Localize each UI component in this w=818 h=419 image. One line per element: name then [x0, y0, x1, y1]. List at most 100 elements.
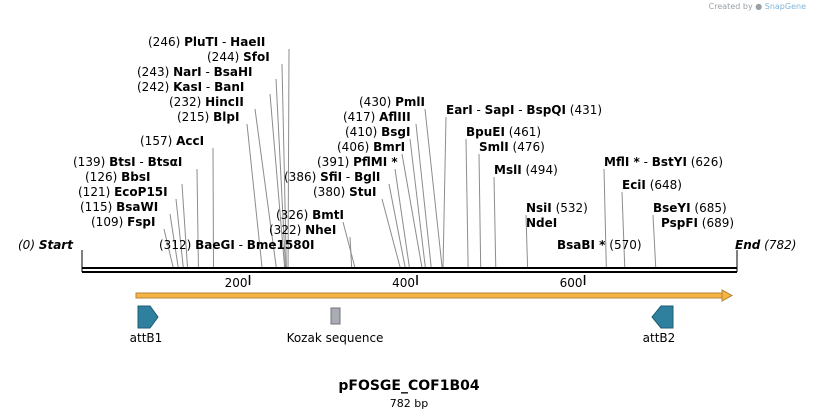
site-label-part: (391) — [317, 155, 353, 169]
leader-line — [424, 108, 443, 269]
site-label-bpuei: BpuEI (461) — [466, 125, 541, 139]
site-label-pspfi: PspFI (689) — [661, 216, 734, 230]
leader-line — [388, 183, 406, 269]
site-label-part: (109) — [91, 215, 127, 229]
site-label-part: (648) — [646, 178, 682, 192]
leader-line — [196, 168, 199, 269]
credit-text: Created by — [708, 2, 753, 11]
site-label-kasi: (242) KasI - BanI — [137, 80, 244, 94]
site-label-fspi: (109) FspI — [91, 215, 156, 229]
site-label-part: (232) — [169, 95, 205, 109]
site-label-part: (570) — [605, 238, 641, 252]
site-label-part: (126) — [85, 170, 121, 184]
site-label-part: (626) — [687, 155, 723, 169]
site-label-part: - — [473, 103, 485, 117]
site-label-part: - — [136, 155, 148, 169]
site-label-part: AflIII — [379, 110, 411, 124]
leader-lines — [81, 48, 738, 272]
attb2-arrow-icon — [651, 305, 674, 329]
site-label-part: BmrI — [373, 140, 405, 154]
site-label-part: (244) — [207, 50, 243, 64]
site-label-mfli-: MflI * - BstYI (626) — [604, 155, 723, 169]
site-label-part: Bme1580I — [247, 238, 315, 252]
attb2-label: attB2 — [643, 331, 676, 345]
site-label-sfii: (386) SfiI - BglI — [284, 170, 380, 184]
credit-brand: SnapGene — [764, 2, 806, 11]
site-label-bsabi-: BsaBI * (570) — [557, 238, 642, 252]
site-label-ecii: EciI (648) — [622, 178, 682, 192]
snapgene-logo-icon: ● — [755, 2, 763, 11]
site-label-part: FspI — [127, 215, 155, 229]
site-label-part: (115) — [80, 200, 116, 214]
site-label-nsii: NsiI (532) — [526, 201, 588, 215]
leader-line — [401, 153, 423, 269]
site-label-part: (476) — [509, 140, 545, 154]
leader-line — [254, 108, 277, 269]
site-label-sfoi: (244) SfoI — [207, 50, 270, 64]
site-label-part: - — [235, 238, 247, 252]
site-label-part: (461) — [505, 125, 541, 139]
site-label-part: SmlI — [479, 140, 509, 154]
leader-line — [394, 168, 410, 269]
site-label-part: (431) — [566, 103, 602, 117]
site-label-part: MflI * — [604, 155, 640, 169]
leader-line — [409, 138, 426, 269]
site-label-part: - — [342, 170, 354, 184]
site-label-part: (430) — [359, 95, 395, 109]
site-label-part: - — [202, 65, 214, 79]
leader-line — [442, 116, 447, 269]
leader-line — [212, 147, 215, 269]
leader-line — [415, 123, 432, 269]
site-label-end: End (782) — [735, 238, 796, 252]
site-label-part: (410) — [345, 125, 381, 139]
site-label-part: (0) — [18, 238, 39, 252]
site-label-part: BanI — [214, 80, 244, 94]
leader-line — [246, 123, 263, 269]
site-label-msli: MslI (494) — [494, 163, 558, 177]
site-label-part: Start — [39, 238, 74, 252]
site-label-acci: (157) AccI — [140, 134, 204, 148]
site-label-part: PmlI — [395, 95, 425, 109]
site-label-ecop15i: (121) EcoP15I — [78, 185, 168, 199]
site-label-part: NdeI — [526, 216, 557, 230]
dna-backbone — [82, 267, 737, 273]
site-label-pluti: (246) PluTI - HaeII — [148, 35, 265, 49]
site-label-part: BglI — [354, 170, 380, 184]
leader-line — [465, 138, 469, 269]
site-label-part: BspQI — [526, 103, 566, 117]
site-label-nari: (243) NarI - BsaHI — [137, 65, 253, 79]
leader-line — [342, 221, 356, 269]
leader-line — [381, 198, 401, 269]
site-label-baegi: (312) BaeGI - Bme1580I — [159, 238, 314, 252]
attb1-arrow-icon — [137, 305, 159, 329]
site-label-part: BseYI — [653, 201, 691, 215]
site-label-part: StuI — [349, 185, 376, 199]
site-label-part: (242) — [137, 80, 173, 94]
site-label-eari: EarI - SapI - BspQI (431) — [446, 103, 602, 117]
feature-attb2: attB2 — [643, 305, 676, 345]
site-label-part: (494) — [522, 163, 558, 177]
leader-line — [525, 214, 529, 269]
site-label-part: BtsI — [109, 155, 136, 169]
site-label-part: EcoP15I — [114, 185, 168, 199]
site-label-part: (322) — [269, 223, 305, 237]
tick-label: 200 — [225, 276, 248, 290]
site-label-part: - — [218, 35, 230, 49]
site-label-part: BbsI — [121, 170, 150, 184]
site-label-part: (782) — [760, 238, 796, 252]
site-label-part: (121) — [78, 185, 114, 199]
site-label-part: BaeGI — [195, 238, 235, 252]
site-label-part: (246) — [148, 35, 184, 49]
site-label-part: (139) — [73, 155, 109, 169]
site-label-bseyi: BseYI (685) — [653, 201, 727, 215]
site-label-part: BsaHI — [214, 65, 253, 79]
site-label-pflmi-: (391) PflMI * — [317, 155, 398, 169]
site-label-part: BsgI — [381, 125, 410, 139]
site-label-part: BpuEI — [466, 125, 505, 139]
leader-line — [281, 63, 287, 269]
leader-line — [478, 153, 482, 269]
site-label-smli: SmlI (476) — [479, 140, 545, 154]
site-label-bmri: (406) BmrI — [337, 140, 405, 154]
site-label-btsi: (139) BtsI - BtsαI — [73, 155, 182, 169]
